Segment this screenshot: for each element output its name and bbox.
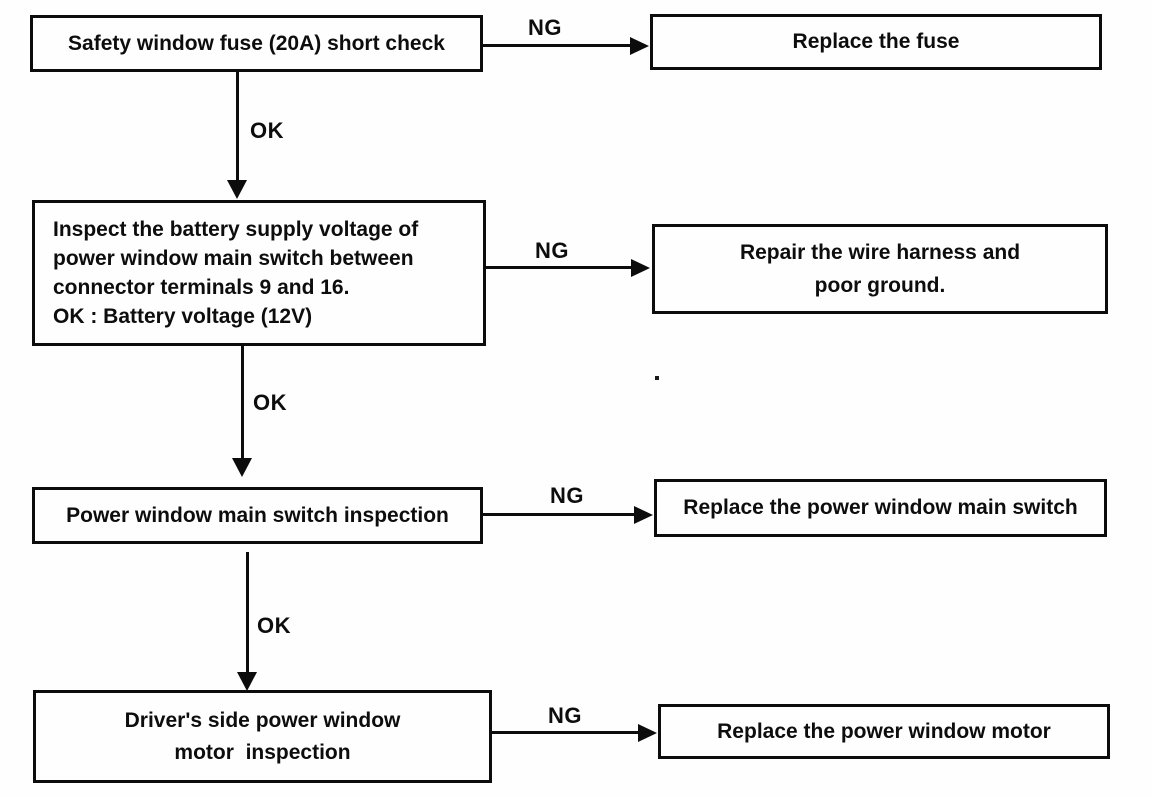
- ng-arrowhead-icon-3: [634, 506, 653, 524]
- ng-label-1: NG: [528, 15, 562, 40]
- action-box-repair-harness: Repair the wire harness and poor ground.: [652, 224, 1108, 314]
- ok-label-3: OK: [257, 613, 291, 638]
- ng-label-3: NG: [550, 483, 584, 508]
- step-text: Inspect the battery supply voltage of: [53, 218, 419, 241]
- ng-arrowhead-icon-1: [630, 37, 649, 55]
- step-text: motor inspection: [174, 740, 351, 764]
- ok-arrowhead-icon-3: [237, 672, 257, 691]
- ok-arrow-line-3: [246, 552, 249, 674]
- step-box-motor-inspection: Driver's side power window motor inspect…: [33, 690, 492, 783]
- step-text: connector terminals 9 and 16.: [53, 276, 350, 299]
- step-box-fuse-short-check: Safety window fuse (20A) short check: [30, 15, 483, 72]
- action-text: Replace the power window main switch: [683, 496, 1078, 519]
- action-box-replace-fuse: Replace the fuse: [650, 14, 1102, 70]
- step-box-battery-voltage-inspect: Inspect the battery supply voltage of po…: [32, 200, 486, 346]
- step-text: Power window main switch inspection: [66, 503, 449, 527]
- ng-arrow-line-4: [492, 731, 640, 734]
- ok-arrow-line-1: [236, 72, 239, 182]
- ng-arrowhead-icon-2: [631, 259, 650, 277]
- ok-arrowhead-icon-1: [227, 180, 247, 199]
- action-box-replace-main-switch: Replace the power window main switch: [654, 479, 1107, 537]
- action-box-replace-motor: Replace the power window motor: [658, 704, 1110, 759]
- ng-arrowhead-icon-4: [638, 724, 657, 742]
- step-text: power window main switch between: [53, 247, 414, 270]
- step-box-main-switch-inspection: Power window main switch inspection: [32, 487, 483, 544]
- ng-arrow-line-1: [483, 44, 631, 47]
- action-text: poor ground.: [814, 274, 946, 297]
- action-text: Repair the wire harness and: [739, 241, 1021, 264]
- ng-label-2: NG: [535, 238, 569, 263]
- ng-arrow-line-3: [483, 513, 635, 516]
- ok-label-2: OK: [253, 390, 287, 415]
- ok-label-1: OK: [250, 118, 284, 143]
- scan-speck: [655, 376, 659, 380]
- step-text: Driver's side power window: [124, 708, 401, 732]
- ok-arrowhead-icon-2: [232, 458, 252, 477]
- ok-arrow-line-2: [241, 346, 244, 460]
- action-text: Replace the power window motor: [717, 719, 1051, 743]
- ng-label-4: NG: [548, 703, 582, 728]
- ng-arrow-line-2: [486, 266, 633, 269]
- action-text: Replace the fuse: [792, 30, 960, 53]
- step-text: OK : Battery voltage (12V): [53, 305, 313, 328]
- step-text: Safety window fuse (20A) short check: [68, 31, 445, 55]
